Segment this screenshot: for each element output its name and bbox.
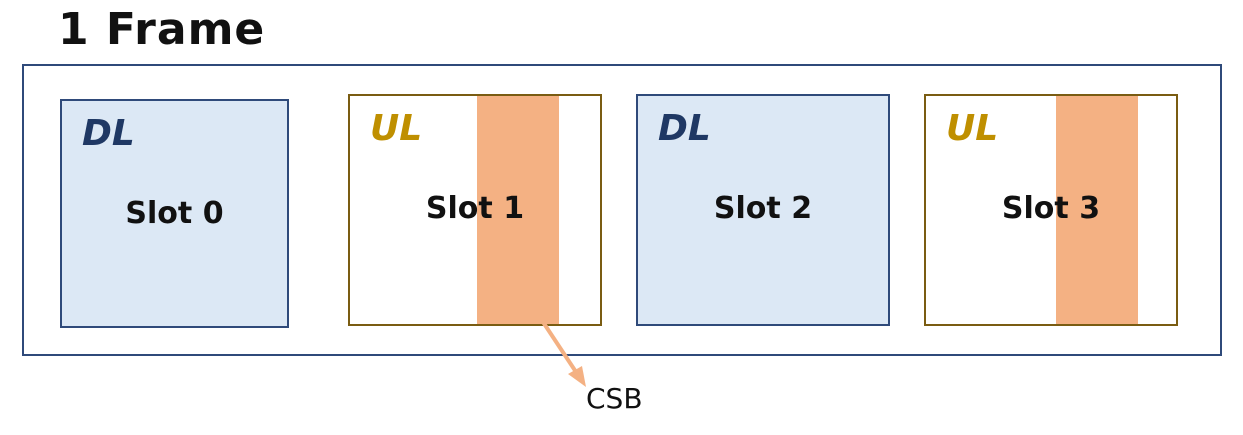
csb-arrow-line [541, 320, 580, 377]
slot-0: DL Slot 0 [60, 99, 289, 328]
slot-1-direction-tag: UL [370, 108, 423, 149]
slot-2: DL Slot 2 [636, 94, 890, 326]
slot-3-label: Slot 3 [1001, 191, 1101, 226]
slot-3-csb-region [1056, 96, 1138, 324]
slot-3: UL Slot 3 [924, 94, 1178, 326]
slot-3-direction-tag: UL [946, 108, 999, 149]
slot-2-direction-tag: DL [658, 108, 711, 149]
slot-0-label: Slot 0 [125, 196, 224, 231]
csb-label: CSB [586, 382, 643, 415]
csb-arrow-head [568, 366, 586, 387]
slot-1: UL Slot 1 [348, 94, 602, 326]
frame-container [22, 64, 1222, 356]
slot-0-direction-tag: DL [82, 113, 135, 154]
slot-2-label: Slot 2 [713, 191, 813, 226]
slot-1-csb-region [477, 96, 559, 324]
slot-1-label: Slot 1 [425, 191, 525, 226]
frame-title: 1 Frame [58, 4, 266, 55]
